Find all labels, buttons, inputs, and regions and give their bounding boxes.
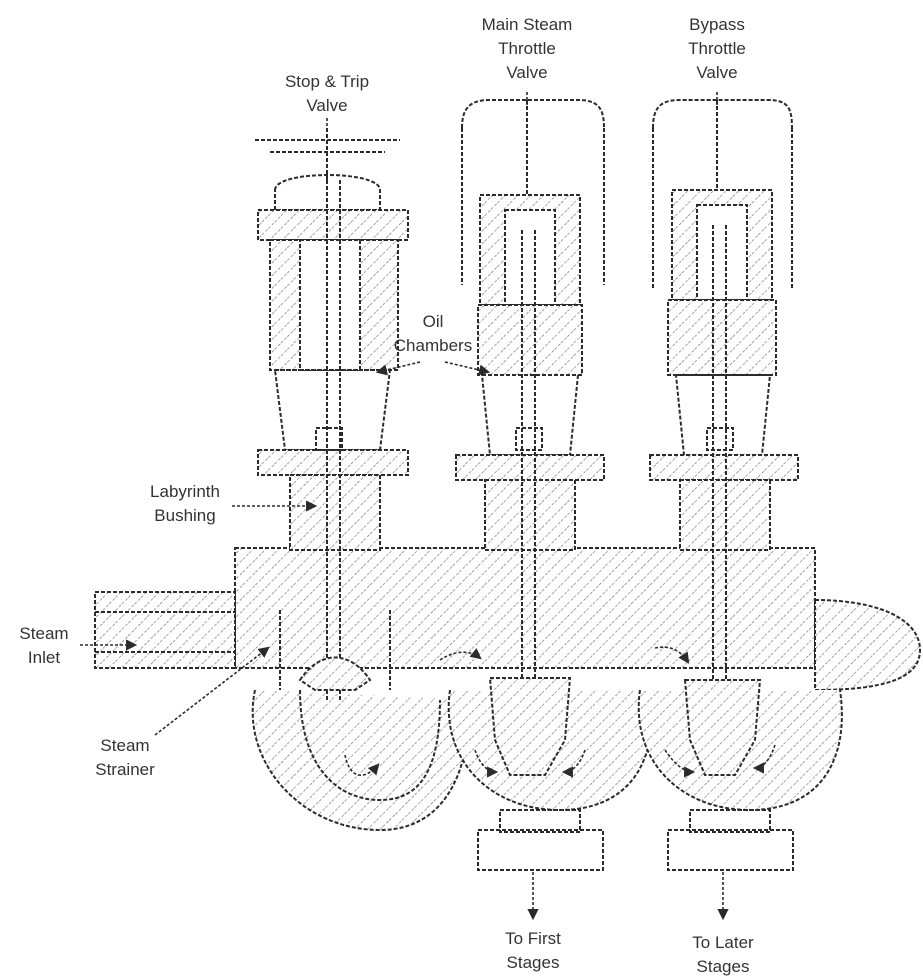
flow-arrow-main-c [561,749,586,778]
label-steam-strainer: Steam Strainer [95,736,155,779]
flow-arrow-stop-valve [344,754,380,776]
flow-arrow-bypass-c [752,744,776,774]
flow-arrow-main-b [474,749,499,778]
leader-oil-right [444,361,491,376]
stop-trip-valve-drawing [255,128,409,700]
label-bypass-throttle-valve: Bypass Throttle Valve [688,15,746,82]
label-stop-trip-valve: Stop & Trip Valve [284,72,370,115]
label-steam-inlet: Steam Inlet [19,624,69,667]
label-labyrinth-bushing: Labyrinth Bushing [150,482,220,525]
label-to-first-stages: To First Stages [505,929,561,972]
label-to-later-stages: To Later Stages [692,933,754,976]
flow-arrow-bypass-a [654,646,690,664]
leader-steam-strainer [154,646,270,736]
label-oil-chambers: Oil Chambers [393,312,473,355]
leader-oil-left [375,361,421,376]
bypass-throttle-valve-drawing [649,99,799,776]
label-main-steam-throttle-valve: Main Steam Throttle Valve [481,15,573,82]
flow-arrow-bypass-b [664,749,696,778]
main-steam-throttle-valve-drawing [455,99,605,776]
